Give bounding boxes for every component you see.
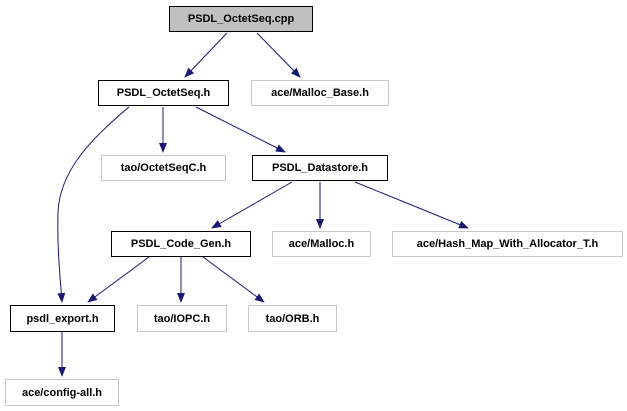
- node-psdl-octetseq-h[interactable]: PSDL_OctetSeq.h: [98, 80, 229, 106]
- node-label: ace/Malloc_Base.h: [271, 87, 369, 99]
- node-tao-iopc-h: tao/IOPC.h: [137, 305, 227, 332]
- node-ace-hash-map-with-allocator-t-h: ace/Hash_Map_With_Allocator_T.h: [392, 231, 623, 257]
- node-label: tao/IOPC.h: [153, 312, 211, 325]
- node-label: tao/OctetSeqC.h: [120, 162, 207, 174]
- node-label: PSDL_Code_Gen.h: [130, 238, 232, 250]
- node-label: PSDL_OctetSeq.h: [116, 87, 211, 99]
- edge-psdl-code-gen-h-to-psdl-export-h: [87, 256, 150, 303]
- node-label: tao/ORB.h: [265, 312, 320, 325]
- edge-psdl-octetseq-h-to-psdl-export-h: [57, 106, 130, 303]
- edge-psdl-octetseq-h-to-psdl-datastore-h: [195, 106, 286, 153]
- node-psdl-octetseq-cpp: PSDL_OctetSeq.cpp: [169, 6, 313, 32]
- node-psdl-code-gen-h[interactable]: PSDL_Code_Gen.h: [111, 231, 251, 257]
- edge-psdl-octetseq-cpp-to-ace-malloc-base-h: [256, 32, 301, 78]
- node-tao-orb-h: tao/ORB.h: [248, 305, 337, 332]
- node-ace-malloc-base-h: ace/Malloc_Base.h: [251, 80, 389, 106]
- node-label: ace/Malloc.h: [288, 238, 355, 250]
- node-label: ace/config-all.h: [21, 386, 103, 399]
- edge-psdl-datastore-h-to-psdl-code-gen-h: [211, 181, 293, 229]
- node-label: psdl_export.h: [26, 312, 99, 325]
- node-label: PSDL_OctetSeq.cpp: [187, 13, 295, 25]
- edge-psdl-octetseq-cpp-to-psdl-octetseq-h: [184, 32, 228, 78]
- node-ace-malloc-h: ace/Malloc.h: [272, 231, 371, 257]
- node-ace-config-all-h: ace/config-all.h: [5, 379, 119, 406]
- edge-psdl-code-gen-h-to-tao-orb-h: [202, 256, 265, 303]
- edge-psdl-datastore-h-to-ace-hash-map-with-allocator-t-h: [354, 181, 469, 229]
- node-psdl-datastore-h[interactable]: PSDL_Datastore.h: [252, 155, 388, 181]
- node-label: ace/Hash_Map_With_Allocator_T.h: [416, 238, 599, 250]
- node-tao-octetseqc-h: tao/OctetSeqC.h: [101, 155, 226, 181]
- node-psdl-export-h[interactable]: psdl_export.h: [10, 305, 115, 332]
- node-label: PSDL_Datastore.h: [272, 162, 368, 174]
